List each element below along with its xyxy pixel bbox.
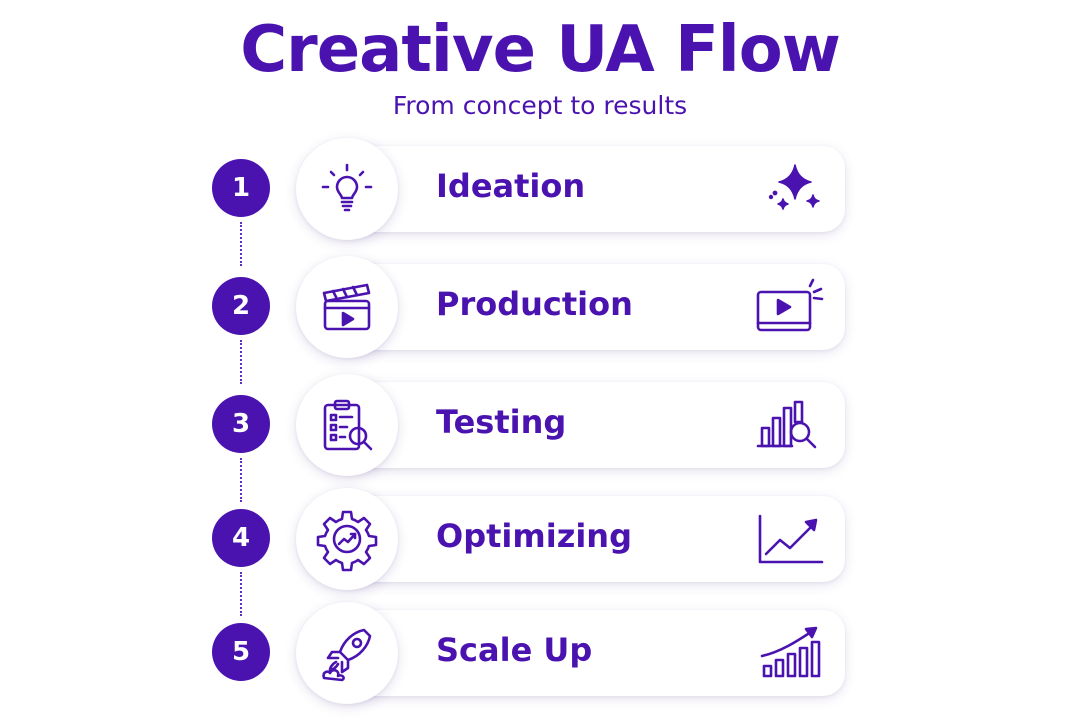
connector-line <box>240 222 242 266</box>
clapperboard-icon <box>296 256 398 358</box>
step-optimizing: 4 Optimizing <box>0 488 1080 590</box>
step-label: Production <box>436 285 633 323</box>
page-subtitle: From concept to results <box>392 91 688 120</box>
step-label: Optimizing <box>436 517 632 555</box>
gear-trend-icon <box>296 488 398 590</box>
lightbulb-icon <box>296 138 398 240</box>
step-testing: 3 Testing <box>0 374 1080 476</box>
step-number: 1 <box>212 159 270 217</box>
sparkles-icon <box>750 158 830 220</box>
step-card <box>335 264 845 350</box>
step-card <box>335 382 845 468</box>
step-number: 2 <box>212 277 270 335</box>
step-number: 4 <box>212 509 270 567</box>
step-label: Testing <box>436 403 567 441</box>
video-player-icon <box>750 276 830 338</box>
trend-up-chart-icon <box>750 508 830 570</box>
checklist-search-icon <box>296 374 398 476</box>
step-scale-up: 5 Scale Up <box>0 602 1080 704</box>
step-number: 5 <box>212 623 270 681</box>
connector-line <box>240 572 242 616</box>
step-label: Scale Up <box>436 631 593 669</box>
step-card <box>335 146 845 232</box>
step-number: 3 <box>212 395 270 453</box>
connector-line <box>240 458 242 502</box>
bar-chart-search-icon <box>750 394 830 456</box>
growth-bars-icon <box>750 622 830 684</box>
step-production: 2 Production <box>0 256 1080 358</box>
step-label: Ideation <box>436 167 586 205</box>
connector-line <box>240 340 242 384</box>
step-ideation: 1 Ideation <box>0 138 1080 240</box>
step-card <box>335 610 845 696</box>
page-title: Creative UA Flow <box>240 13 841 87</box>
rocket-icon <box>296 602 398 704</box>
